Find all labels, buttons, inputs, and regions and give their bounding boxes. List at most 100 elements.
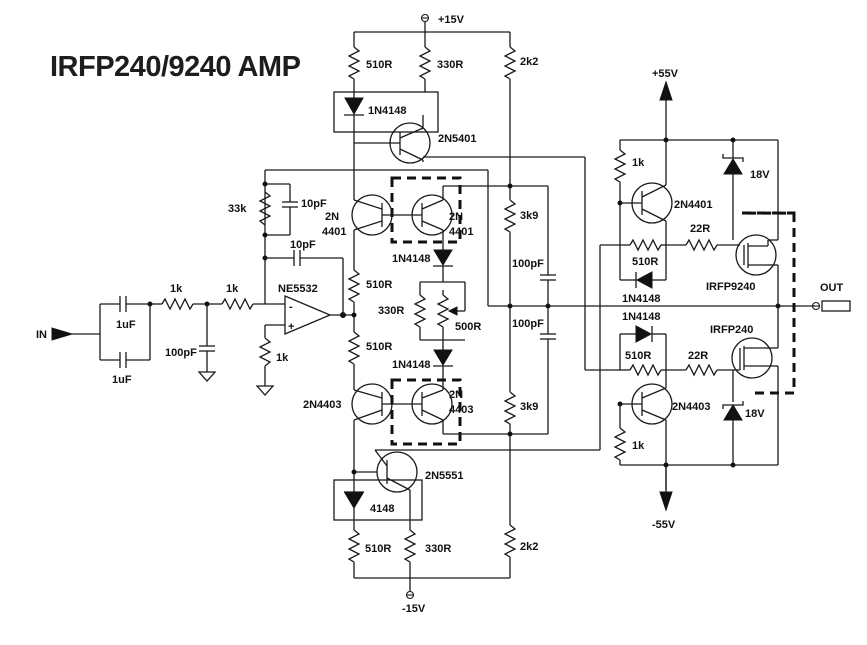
transistor-2n4403-a <box>351 383 405 475</box>
capacitor-10pf-opamp <box>265 250 344 315</box>
label-r-510r-out-bot: 510R <box>625 350 651 362</box>
resistor-3k9-bottom <box>503 306 517 525</box>
resistor-1k-output-bottom <box>613 404 627 465</box>
diode-bias-2 <box>433 340 453 384</box>
resistor-510r-top <box>347 32 361 92</box>
label-r-22r-top: 22R <box>690 223 710 235</box>
label-c-10pf-a: 10pF <box>301 198 327 210</box>
resistor-510r-output-bottom <box>620 363 666 377</box>
current-source-bottom <box>333 449 600 530</box>
transistor-2n4403-b <box>390 378 548 446</box>
negative-15v-rail <box>354 577 510 600</box>
label-diode-bias2: 1N4148 <box>392 359 431 371</box>
label-r-2k2-top: 2k2 <box>520 56 538 68</box>
zener-diode-icon <box>723 158 743 175</box>
label-r-330r-bot: 330R <box>425 543 451 555</box>
diode-1n4148-top-icon <box>344 97 364 116</box>
transistor-2n5551-icon <box>376 451 418 493</box>
input-arrow-icon <box>51 327 74 341</box>
diode-icon <box>433 349 453 366</box>
label-q-2n4401-out: 2N4401 <box>674 199 713 211</box>
rail-label-pos55: +55V <box>652 68 679 80</box>
resistor-510r-mid1 <box>347 269 361 332</box>
mosfet-irfp9240 <box>735 140 796 395</box>
zener-18v-bottom <box>722 370 744 465</box>
label-r-1k-in1: 1k <box>170 283 183 295</box>
input-label: IN <box>36 329 47 341</box>
feedback-network <box>258 169 488 304</box>
label-c-1uf-a: 1uF <box>116 319 136 331</box>
label-r-510r-mid1: 510R <box>366 279 392 291</box>
label-r-22r-bot: 22R <box>688 350 708 362</box>
label-q-2n4403-out: 2N4403 <box>672 401 711 413</box>
diode-icon <box>635 271 653 289</box>
diode-icon <box>635 325 653 343</box>
rail-label-neg55: -55V <box>652 519 676 531</box>
label-diode-bias1: 1N4148 <box>392 253 431 265</box>
label-diode-bot: 4148 <box>370 503 394 515</box>
label-pot-500r: 500R <box>455 321 481 333</box>
label-q-2n5551: 2N5551 <box>425 470 464 482</box>
diode-bias-1 <box>433 242 453 282</box>
positive-55v-rail <box>620 80 778 143</box>
mosfet-n-icon <box>731 337 773 379</box>
input-connector <box>51 327 100 341</box>
resistor-510r-bottom <box>347 529 361 578</box>
label-q-2n4401-b2: 4401 <box>449 226 473 238</box>
diode-icon <box>433 249 453 266</box>
mosfet-p-icon <box>735 234 777 276</box>
label-r-1k-fb: 1k <box>276 352 289 364</box>
capacitor-100pf-a <box>540 186 556 306</box>
mosfet-irfp240 <box>731 306 779 465</box>
rail-label-pos15: +15V <box>438 14 465 26</box>
label-r-2k2-bot: 2k2 <box>520 541 538 553</box>
label-r-510r-mid2: 510R <box>366 341 392 353</box>
resistor-510r-mid2 <box>347 331 361 390</box>
label-q-2n4401-a2: 4401 <box>322 226 346 238</box>
capacitor-1uf-pair <box>99 296 153 368</box>
negative-55v-rail <box>620 462 778 512</box>
resistor-2k2-top <box>503 32 517 186</box>
label-r-330r-bias: 330R <box>378 305 404 317</box>
label-q-2n5401: 2N5401 <box>438 133 477 145</box>
opamp-ne5532: - + <box>284 295 354 335</box>
label-q-2n4403-b1: 2N <box>449 389 463 401</box>
label-r-33k: 33k <box>228 203 247 215</box>
transistor-2n4401-a <box>351 194 405 236</box>
label-q-2n4403-b2: 4403 <box>449 404 473 416</box>
label-zener-18v-top: 18V <box>750 169 770 181</box>
diode-output-bottom <box>619 325 667 370</box>
label-r-510r-bot: 510R <box>365 543 391 555</box>
label-r-3k9-bot: 3k9 <box>520 401 538 413</box>
label-c-1uf-b: 1uF <box>112 374 132 386</box>
label-diode-top: 1N4148 <box>368 105 407 117</box>
output-label: OUT <box>820 282 844 294</box>
label-c-100pf-b: 100pF <box>512 318 544 330</box>
diode-4148-bottom-icon <box>344 492 364 509</box>
opamp-triangle-icon <box>284 295 332 335</box>
label-diode-out-bot: 1N4148 <box>622 311 661 323</box>
label-diode-out-top: 1N4148 <box>622 293 661 305</box>
transistor-2n4401-b <box>390 176 548 244</box>
resistor-2k2-bottom <box>503 524 517 578</box>
diode-output-top <box>619 245 666 289</box>
label-r-1k-in2: 1k <box>226 283 239 295</box>
zener-diode-icon <box>723 404 743 421</box>
rail-label-neg15: -15V <box>402 603 426 615</box>
label-r-510r-out-top: 510R <box>632 256 658 268</box>
capacitor-100pf-b <box>540 306 556 434</box>
label-q-irfp240: IRFP240 <box>710 324 753 336</box>
resistor-1k-feedback-ground <box>255 324 285 396</box>
arrow-down-icon <box>659 491 673 512</box>
label-zener-18v-bot: 18V <box>745 408 765 420</box>
label-q-2n4401-a1: 2N <box>325 211 339 223</box>
ground-icon <box>197 371 217 382</box>
bias-network <box>413 281 466 341</box>
label-c-100pf-in: 100pF <box>165 347 197 359</box>
zener-18v-top <box>722 140 744 240</box>
transistor-2n4401-output <box>620 140 673 280</box>
label-c-10pf-b: 10pF <box>290 239 316 251</box>
capacitor-100pf-input <box>197 304 217 382</box>
label-c-100pf-a: 100pF <box>512 258 544 270</box>
